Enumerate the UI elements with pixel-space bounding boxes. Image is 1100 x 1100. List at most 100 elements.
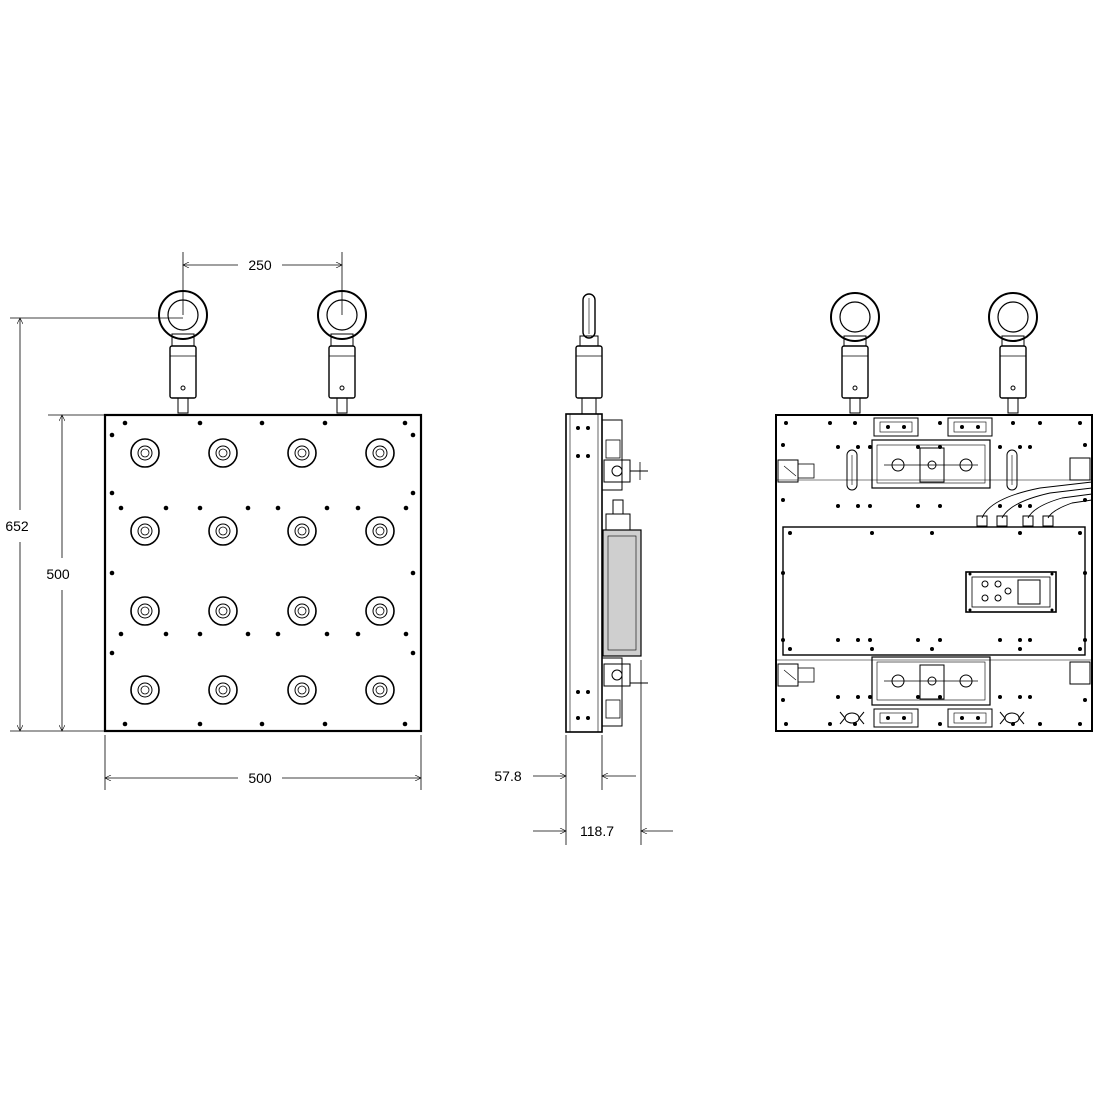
- dim-label-500-horizontal: 500: [248, 770, 272, 786]
- magnet: [208, 438, 238, 468]
- mounting-hole: [1078, 647, 1082, 651]
- eyebolt-rear-right: [988, 292, 1038, 414]
- mounting-hole: [916, 445, 920, 449]
- dimension-plate-width: 500: [105, 735, 421, 790]
- mounting-hole: [868, 695, 872, 699]
- mounting-hole: [868, 638, 872, 642]
- mounting-hole: [856, 504, 860, 508]
- mounting-hole: [781, 571, 785, 575]
- mounting-hole: [259, 721, 265, 727]
- magnet: [365, 438, 395, 468]
- mounting-hole: [355, 631, 361, 637]
- mounting-hole: [836, 445, 840, 449]
- mounting-hole: [784, 722, 788, 726]
- rear-wing-nuts: [839, 711, 1025, 725]
- mounting-hole: [1028, 445, 1032, 449]
- mounting-hole: [122, 721, 128, 727]
- magnet: [287, 438, 317, 468]
- magnet: [287, 596, 317, 626]
- dimension-side-total-depth: 118.7: [533, 660, 673, 845]
- mounting-hole: [1018, 638, 1022, 642]
- mounting-hole: [402, 420, 408, 426]
- mounting-hole: [245, 631, 251, 637]
- magnet: [208, 675, 238, 705]
- mounting-hole: [938, 504, 942, 508]
- mounting-hole: [938, 421, 942, 425]
- dim-label-57-8: 57.8: [494, 768, 521, 784]
- mid-connector: [605, 499, 631, 531]
- mounting-hole: [163, 505, 169, 511]
- mounting-holes: [109, 420, 416, 727]
- rear-plate: [775, 414, 1093, 732]
- mounting-hole: [781, 638, 785, 642]
- mounting-hole: [788, 647, 792, 651]
- mounting-hole: [998, 504, 1002, 508]
- mounting-hole: [836, 638, 840, 642]
- mounting-hole: [828, 722, 832, 726]
- mounting-hole: [259, 420, 265, 426]
- mounting-hole: [1078, 722, 1082, 726]
- magnet: [208, 596, 238, 626]
- mounting-hole: [1018, 647, 1022, 651]
- front-plate: [103, 413, 423, 733]
- mounting-hole: [1028, 695, 1032, 699]
- mounting-hole: [1038, 421, 1042, 425]
- mounting-hole: [870, 647, 874, 651]
- mounting-hole: [781, 443, 785, 447]
- magnet: [130, 438, 160, 468]
- rear-lower-rail: [871, 656, 991, 706]
- mounting-hole: [828, 421, 832, 425]
- dim-label-652: 652: [5, 518, 29, 534]
- mounting-hole: [197, 420, 203, 426]
- electronics-box: [602, 529, 642, 657]
- rear-left-fittings: [777, 459, 815, 687]
- mounting-hole: [930, 647, 934, 651]
- mounting-hole: [1078, 531, 1082, 535]
- mounting-hole: [197, 505, 203, 511]
- mounting-hole: [916, 638, 920, 642]
- mounting-hole: [930, 531, 934, 535]
- mounting-hole: [938, 722, 942, 726]
- mounting-hole: [197, 721, 203, 727]
- mounting-hole: [109, 490, 115, 496]
- mounting-hole: [853, 722, 857, 726]
- mounting-hole: [1083, 638, 1087, 642]
- lower-fittings: [601, 657, 648, 727]
- side-view: 57.8 118.7: [494, 293, 673, 845]
- mounting-hole: [410, 490, 416, 496]
- rear-electronics-cover: [782, 526, 1086, 656]
- mounting-hole: [109, 432, 115, 438]
- mounting-hole: [836, 504, 840, 508]
- rear-right-fittings: [1069, 457, 1091, 685]
- upper-fittings: [601, 419, 648, 491]
- mounting-hole: [118, 505, 124, 511]
- rear-top-clamps: [873, 417, 993, 437]
- mounting-hole: [870, 531, 874, 535]
- mounting-hole: [938, 638, 942, 642]
- mounting-hole: [1083, 571, 1087, 575]
- magnet: [130, 516, 160, 546]
- mounting-hole: [1028, 504, 1032, 508]
- magnet: [365, 516, 395, 546]
- dimension-side-plate-depth: 57.8: [494, 735, 636, 845]
- mounting-hole: [784, 421, 788, 425]
- magnet: [130, 596, 160, 626]
- magnet: [130, 675, 160, 705]
- side-plate: [565, 413, 603, 733]
- mounting-hole: [938, 695, 942, 699]
- mounting-hole: [916, 695, 920, 699]
- mounting-hole: [1018, 695, 1022, 699]
- magnet: [287, 516, 317, 546]
- eyebolt-side: [575, 293, 603, 415]
- front-view: 250 652 500 500: [5, 252, 423, 790]
- mounting-hole: [998, 695, 1002, 699]
- mounting-hole: [109, 570, 115, 576]
- mounting-hole: [403, 505, 409, 511]
- mounting-hole: [275, 631, 281, 637]
- mounting-hole: [836, 695, 840, 699]
- mounting-hole: [324, 631, 330, 637]
- dimension-overall-height: 652: [5, 318, 183, 731]
- mounting-hole: [402, 721, 408, 727]
- mounting-hole: [1083, 443, 1087, 447]
